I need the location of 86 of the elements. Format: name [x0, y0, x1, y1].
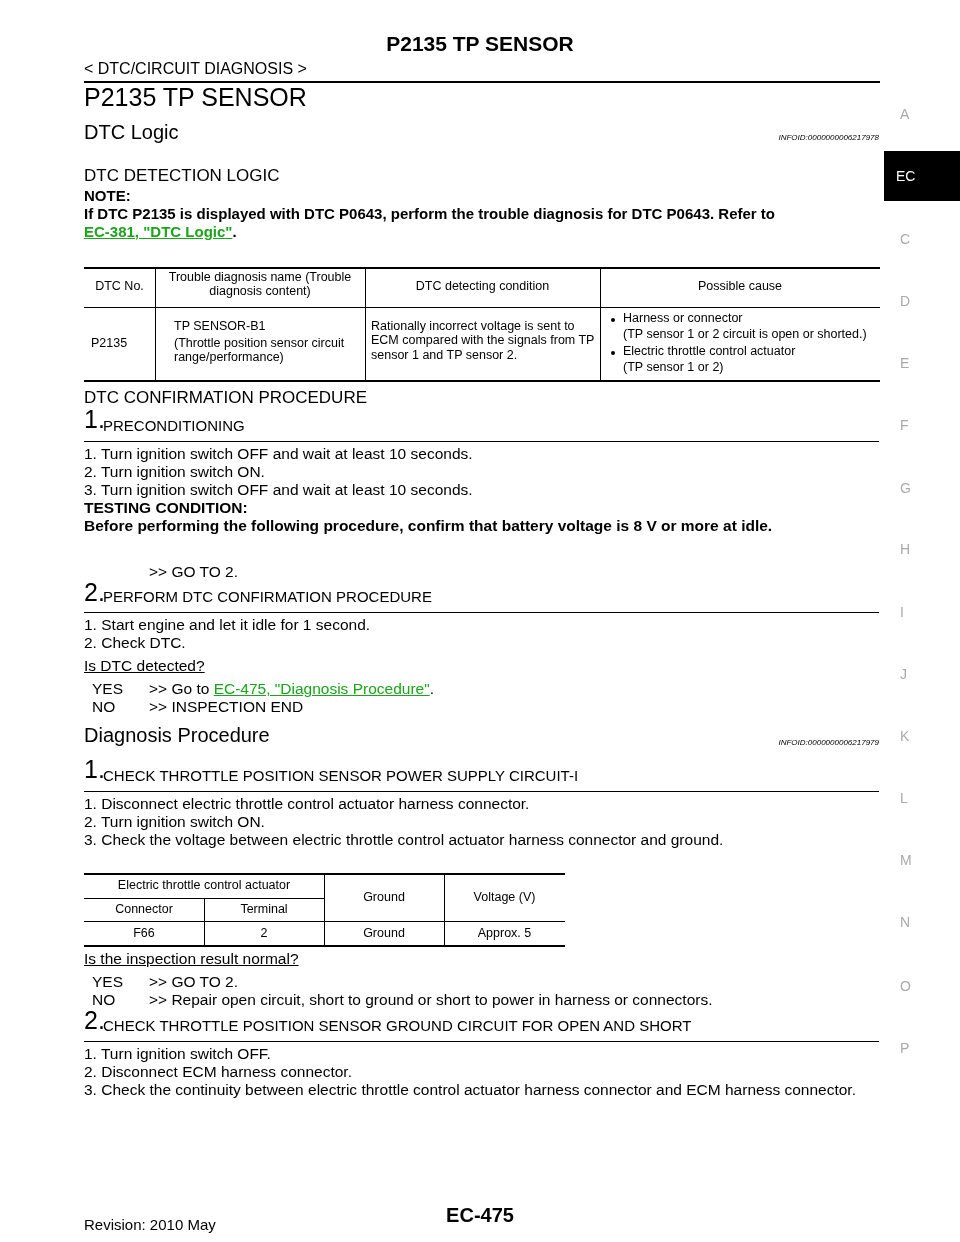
tab-letter: D [900, 293, 911, 310]
tab-letter: M [900, 852, 912, 869]
tab-letter: J [900, 666, 907, 683]
cell-text: F66 [132, 926, 156, 941]
step-instruction: 1. Disconnect electric throttle control actuator harness connector. [84, 795, 530, 813]
step-instruction: 2. Check DTC. [84, 634, 186, 652]
note-label: NOTE: [84, 187, 131, 205]
revision-note: Revision: 2010 May [84, 1216, 216, 1234]
step-heading: CHECK THROTTLE POSITION SENSOR POWER SUPPLY CIRCUIT-I [103, 767, 579, 785]
page-title: P2135 TP SENSOR [385, 32, 575, 57]
cell-text: (TP sensor 1 or 2 circuit is open or shorted.) [623, 327, 867, 342]
section-tag: < DTC/CIRCUIT DIAGNOSIS > [84, 60, 307, 79]
column-header: Possible cause [696, 279, 784, 294]
link: EC-475, "Diagnosis Procedure" [213, 680, 430, 697]
tab-letter: G [900, 480, 911, 497]
result-action: >> Repair open circuit, short to ground or short to power in harness or connectors. [149, 991, 713, 1009]
tab-letter: E [900, 355, 910, 372]
column-header: DTC No. [94, 279, 145, 294]
result-action: >> GO TO 2. [149, 563, 239, 581]
tab-letter: H [900, 541, 911, 558]
step-instruction: 2. Turn ignition switch ON. [84, 813, 265, 831]
step-instruction: 2. Turn ignition switch ON. [84, 463, 265, 481]
step-instruction: 1. Turn ignition switch OFF. [84, 1045, 271, 1063]
subsection-heading: DTC DETECTION LOGIC [84, 166, 280, 186]
step-instruction: 1. Start engine and let it idle for 1 second. [84, 616, 371, 634]
column-header: DTC detecting condition [414, 279, 551, 294]
result-action: >> GO TO 2. [149, 973, 239, 991]
answer-label: NO [92, 991, 116, 1009]
step-instruction: 3. Check the continuity between electric throttle control actuator harness connector and ECM harness connector. [84, 1081, 857, 1099]
tab-letter: A [900, 106, 910, 123]
punctuation: . [429, 680, 434, 697]
tab-letter: O [900, 978, 911, 995]
step-heading: CHECK THROTTLE POSITION SENSOR GROUND CIRCUIT FOR OPEN AND SHORT [103, 1017, 692, 1035]
note-text: If DTC P2135 is displayed with DTC P0643, perform the trouble diagnosis for DTC P0643. Refer to [84, 205, 775, 222]
tab-letter: P [900, 1040, 910, 1057]
condition-label: TESTING CONDITION: [84, 499, 248, 517]
result-action: >> INSPECTION END [149, 698, 304, 716]
cell-text: Electric throttle control actuator [623, 344, 796, 359]
result-action: >> Go to [149, 680, 210, 697]
cell-text: 2 [259, 926, 269, 941]
tab-letter: C [900, 231, 911, 248]
column-header: Electric throttle control actuator [116, 878, 292, 893]
step-number: 2. [84, 578, 105, 607]
step-instruction: 2. Disconnect ECM harness connector. [84, 1063, 352, 1081]
tab-letter: N [900, 914, 911, 931]
step-number: 1. [84, 755, 105, 784]
answer-label: NO [92, 698, 116, 716]
punctuation: . [232, 223, 237, 240]
cell-text: TP SENSOR-B1 [174, 319, 266, 334]
cell-text: Harness or connector [623, 311, 743, 326]
tab-letter: L [900, 790, 908, 807]
step-instruction: 3. Check the voltage between electric throttle control actuator harness connector and ground. [84, 831, 724, 849]
answer-label: YES [92, 973, 123, 991]
step-number: 1. [84, 405, 105, 434]
column-header: Terminal [239, 902, 289, 917]
cell-text: P2135 [91, 336, 128, 351]
cell-text: Rationally incorrect voltage is sent to ECM compared with the signals from TP sensor 1 and TP sensor 2. [371, 319, 596, 363]
subsection-heading: DTC CONFIRMATION PROCEDURE [84, 388, 367, 408]
page-number: EC-475 [445, 1204, 515, 1227]
cell-text: (Throttle position sensor circuit range/performance) [174, 336, 346, 365]
question-text: Is DTC detected? [84, 657, 205, 675]
cell-text: (TP sensor 1 or 2) [623, 360, 724, 375]
answer-label: YES [92, 680, 123, 698]
cell-text: Approx. 5 [476, 926, 533, 941]
step-heading: PERFORM DTC CONFIRMATION PROCEDURE [103, 588, 432, 606]
step-instruction: 3. Turn ignition switch OFF and wait at least 10 seconds. [84, 481, 473, 499]
tab-letter: F [900, 417, 909, 434]
info-id: INFOID:0000000006217978 [777, 133, 879, 143]
section-heading: DTC Logic [84, 121, 179, 144]
column-header: Ground [362, 890, 406, 905]
step-instruction: 1. Turn ignition switch OFF and wait at least 10 seconds. [84, 445, 473, 463]
step-heading: PRECONDITIONING [103, 417, 245, 435]
condition-text: Before performing the following procedure, confirm that battery voltage is 8 V or more at idle. [84, 517, 773, 535]
info-id: INFOID:0000000006217979 [777, 738, 879, 748]
column-header: Trouble diagnosis name (Trouble diagnosis content) [167, 270, 353, 299]
column-header: Connector [114, 902, 174, 917]
page-heading: P2135 TP SENSOR [84, 83, 307, 112]
section-tab: EC [884, 151, 960, 201]
tab-letter: I [900, 604, 904, 621]
column-header: Voltage (V) [472, 890, 537, 905]
question-text: Is the inspection result normal? [84, 950, 299, 968]
step-number: 2. [84, 1006, 105, 1035]
cell-text: Ground [362, 926, 406, 941]
section-heading: Diagnosis Procedure [84, 724, 270, 747]
tab-letter: K [900, 728, 910, 745]
link: EC-381, "DTC Logic" [84, 223, 233, 240]
